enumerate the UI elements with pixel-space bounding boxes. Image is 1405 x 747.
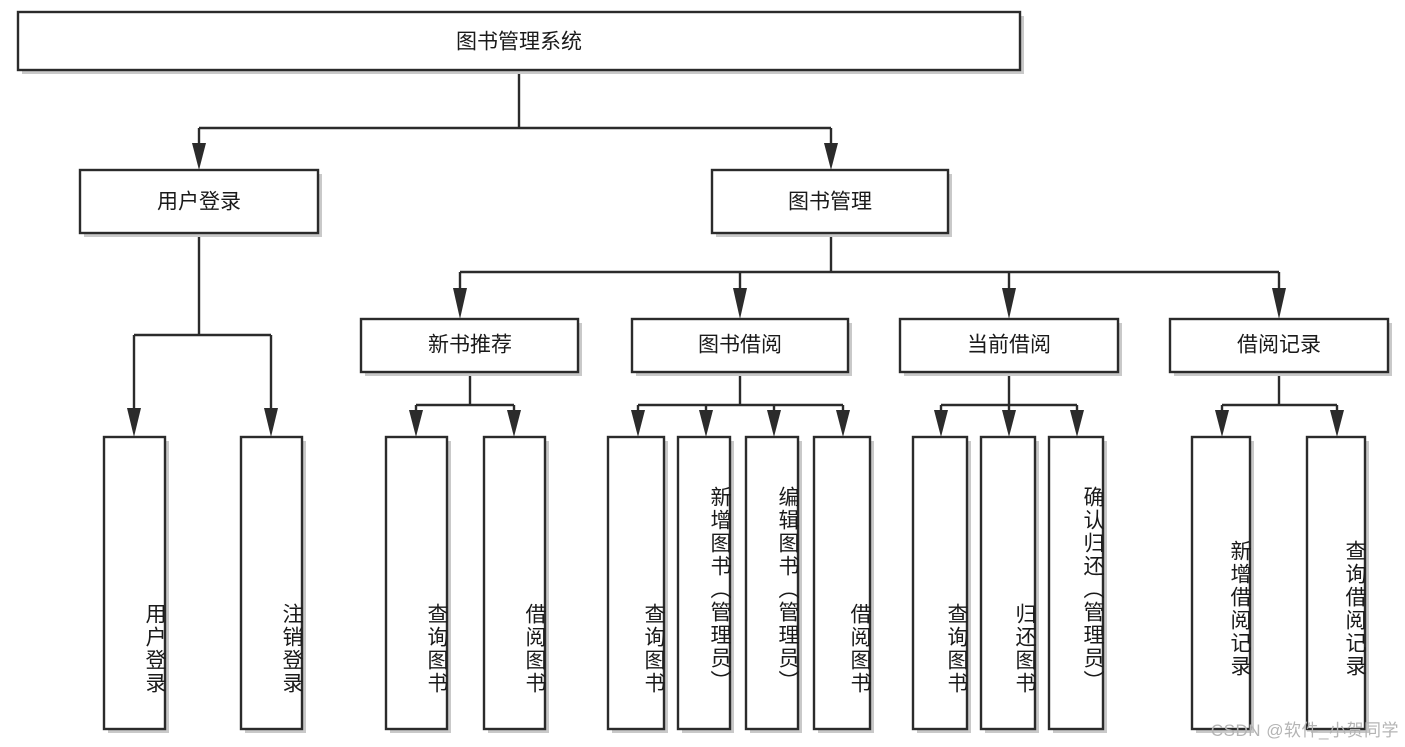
leaf-newbook-query-book[interactable] [384,435,449,731]
arrow-bookmgmt-child-4 [1272,288,1286,319]
arrow-bookmgmt-child-1 [453,288,467,319]
arrow-root-to-user-login [192,143,206,170]
leaf-records-add-record[interactable] [1190,435,1252,731]
level2-node-2-label: 图书借阅 [698,334,782,357]
arrow-newbook-leaf-1 [409,410,423,437]
arrow-borrow-leaf-1 [631,410,645,437]
level2-node-4-label: 借阅记录 [1237,334,1321,357]
nodes-layer: 图书管理系统 用户登录 图书管理 新书推荐 图书借阅 当前借阅 借阅记录 [16,10,1392,733]
leaf-current-confirm-return[interactable] [1047,435,1105,731]
level1-node-book-mgmt[interactable] [710,168,950,235]
leaf-current-query-book[interactable] [911,435,969,731]
arrow-records-leaf-2 [1330,410,1344,437]
leaf-user-login[interactable] [102,435,167,731]
arrow-current-leaf-1 [934,410,948,437]
root-node-box[interactable] [16,10,1022,72]
level2-node-current-borrow[interactable] [898,317,1120,374]
arrow-userlogin-child-2 [264,408,278,437]
level2-node-3-label: 当前借阅 [967,334,1051,357]
leaf-borrow-query-book[interactable] [606,435,666,731]
level2-node-borrow-records[interactable] [1168,317,1390,374]
arrow-borrow-leaf-3 [767,410,781,437]
arrow-records-leaf-1 [1215,410,1229,437]
leaf-records-query-record[interactable] [1305,435,1367,731]
leaf-logout[interactable] [239,435,304,731]
level2-node-new-book[interactable] [359,317,580,374]
root-node-label: 图书管理系统 [456,31,582,54]
edges-layer [127,70,1344,437]
level2-node-book-borrow[interactable] [630,317,850,374]
leaf-borrow-borrow-book[interactable] [812,435,872,731]
arrow-borrow-leaf-4 [836,410,850,437]
arrow-newbook-leaf-2 [507,410,521,437]
arrow-root-to-book-mgmt [824,143,838,170]
watermark-text: CSDN @软件_小贺同学 [1210,721,1399,740]
level2-node-1-label: 新书推荐 [428,334,512,357]
leaf-current-return-book[interactable] [979,435,1037,731]
leaf-borrow-add-book[interactable] [676,435,732,731]
level1-node-2-label: 图书管理 [788,191,872,214]
leaf-newbook-borrow-book[interactable] [482,435,547,731]
arrow-bookmgmt-child-3 [1002,288,1016,319]
arrow-userlogin-child-1 [127,408,141,437]
arrow-bookmgmt-child-2 [733,288,747,319]
leaf-borrow-edit-book[interactable] [744,435,800,731]
arrow-current-leaf-3 [1070,410,1084,437]
arrow-current-leaf-2 [1002,410,1016,437]
level1-node-1-label: 用户登录 [157,191,241,214]
level1-node-user-login[interactable] [78,168,320,235]
arrow-borrow-leaf-2 [699,410,713,437]
